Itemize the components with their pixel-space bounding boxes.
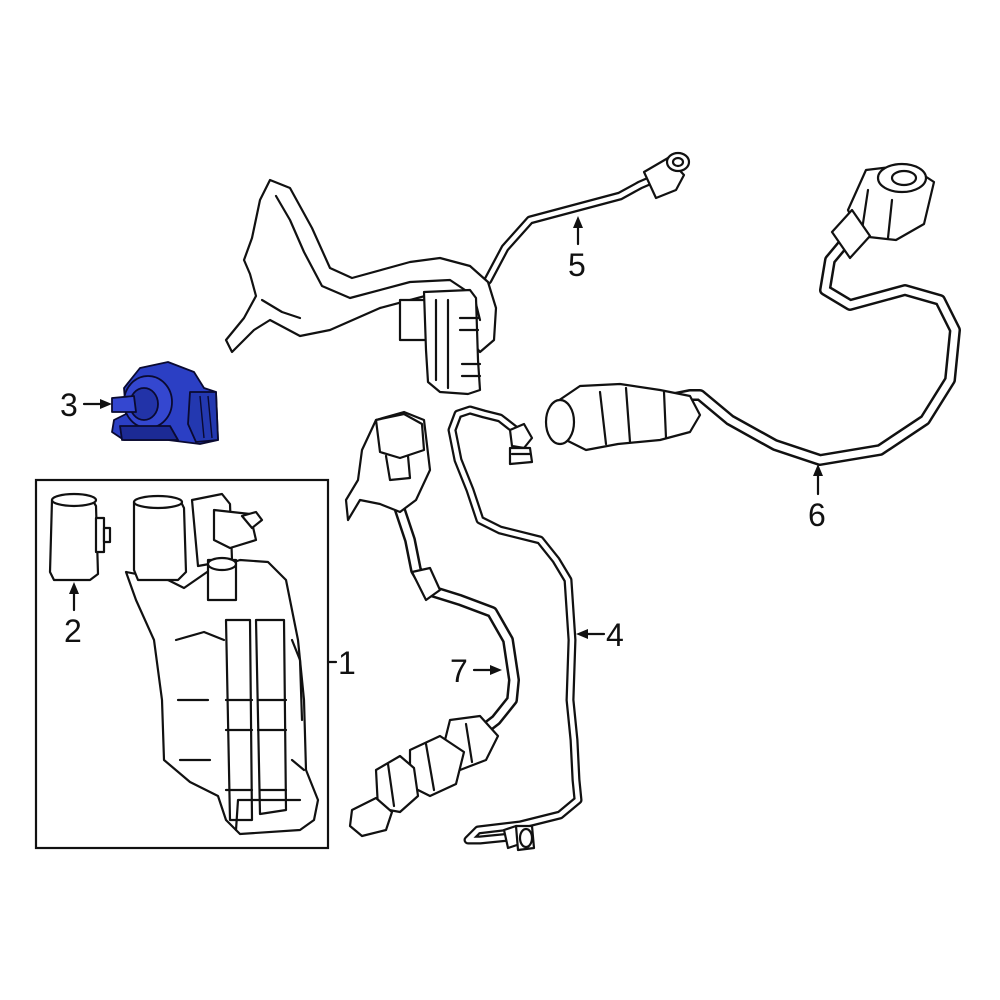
part-6-sensor-hose[interactable] <box>544 162 961 466</box>
part-5-harness[interactable] <box>224 151 691 396</box>
part-7-sensor[interactable] <box>344 410 520 838</box>
part-1-2-group-box <box>34 478 330 850</box>
part-3-valve-highlighted[interactable] <box>111 361 219 445</box>
part-1-canister[interactable] <box>124 492 320 836</box>
callout-3: 3 <box>60 387 78 423</box>
callout-7: 7 <box>450 653 468 689</box>
callout-6: 6 <box>808 497 826 533</box>
callout-4: 4 <box>606 617 624 653</box>
callout-2: 2 <box>64 613 82 649</box>
callout-leaders <box>69 216 823 675</box>
callout-1: 1 <box>338 645 356 681</box>
part-2-filter-cap[interactable] <box>48 492 112 582</box>
callout-5: 5 <box>568 247 586 283</box>
part-4-hose[interactable] <box>447 405 583 852</box>
